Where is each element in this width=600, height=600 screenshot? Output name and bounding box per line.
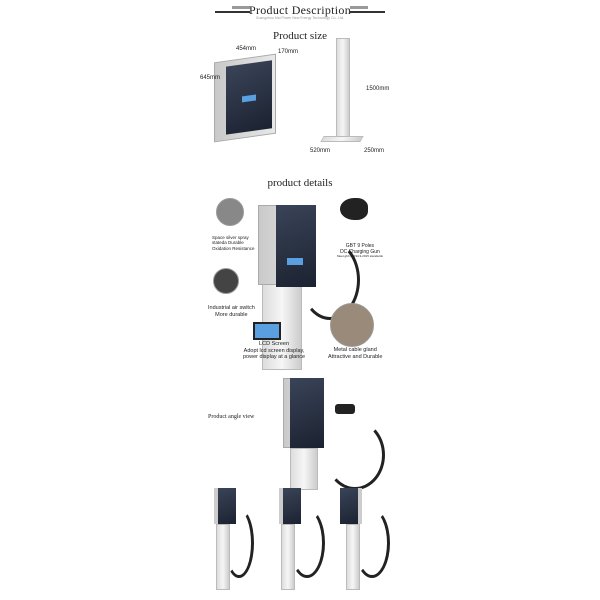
charger-variant-1 (210, 488, 254, 593)
switch-line2: More durable (215, 311, 248, 318)
switch-text: Industrial air switch More durable (208, 305, 255, 318)
header-rule-left (215, 11, 250, 13)
dim-base-depth: 250mm (364, 148, 385, 154)
angle-charger-panel (290, 378, 324, 448)
dim-base-width: 520mm (310, 148, 331, 154)
page-title: Product Description (248, 3, 352, 17)
cable-gland-image (330, 303, 374, 347)
gland-line1: Metal cable gland (333, 347, 377, 353)
air-switch-image (213, 268, 239, 294)
dim-depth: 170mm (278, 49, 299, 55)
gun-text: GBT 9 Poles DC Charging Gun Meet gb/t 20… (337, 243, 383, 259)
angle-post (290, 448, 318, 490)
lcd-line1: LCD Screen (259, 341, 290, 347)
dim-height: 645mm (200, 75, 221, 81)
product-size-heading: Product size (272, 30, 328, 42)
lcd-line3: power display at a glance (243, 354, 306, 361)
angle-cable (325, 420, 385, 490)
dim-width: 454mm (236, 46, 257, 52)
angle-view-heading: Product angle view (208, 414, 255, 420)
gun-line3: Meet gb/t 20234.3-2015 standards (337, 254, 383, 258)
header-rule-right (350, 11, 385, 13)
lcd-text: LCD Screen Adopt lcd screen display, pow… (243, 341, 305, 361)
gun-line1: GBT 9 Poles (345, 243, 375, 249)
gland-text: Metal cable gland Attractive and Durable (328, 347, 382, 360)
gland-line2: Attractive and Durable (328, 353, 383, 360)
charger-post-image (336, 38, 350, 138)
coating-line2: stateda Durable (212, 240, 244, 246)
angle-gun (335, 404, 355, 414)
dim-post-height: 1500mm (366, 86, 390, 92)
coating-text: Space silver spray stateda Durable Oxida… (212, 235, 255, 251)
header-rule-left-accent (232, 6, 250, 9)
charger-front-image (214, 53, 276, 143)
gun-line2: DC Charging Gun (340, 249, 380, 255)
company-name: Guangzhou Mai Power New Energy Technolog… (255, 16, 345, 20)
lcd-line2: Adopt lcd screen display, (243, 347, 305, 354)
charger-post-base (320, 136, 364, 142)
detail-charger-screen (287, 258, 303, 265)
switch-line1: Industrial air switch (208, 305, 255, 311)
coating-detail-image (216, 198, 244, 226)
charger-variant-3 (340, 488, 390, 593)
charging-gun-image (340, 198, 368, 220)
product-details-heading: product details (267, 177, 333, 189)
coating-line1: Space silver spray (212, 235, 249, 240)
header-rule-right-accent (350, 6, 368, 9)
coating-line3: Oxidation Resistance (212, 245, 255, 251)
lcd-image (253, 322, 281, 340)
charger-variant-2 (275, 488, 325, 593)
